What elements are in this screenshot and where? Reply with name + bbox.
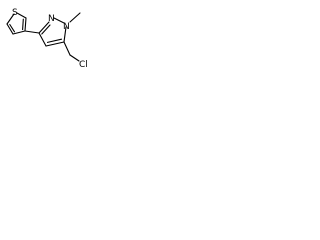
bond-n1-c5p <box>63 26 67 43</box>
bond-c5-s <box>16 12 27 19</box>
bond-s-c2 <box>6 13 15 25</box>
bond-c5p-ch2 <box>63 41 71 56</box>
bond-c3p-n2-double <box>41 24 51 35</box>
molecule-canvas: S N N Cl <box>0 0 101 72</box>
bond-ring-link <box>24 30 40 34</box>
molecule-structure: S N N Cl <box>6 8 88 70</box>
bond-c5p-c4p <box>45 41 65 47</box>
bond-ch2-cl <box>69 54 80 62</box>
bond-c5p-c4p-double <box>46 38 63 43</box>
bond-c3p-n2 <box>38 21 50 34</box>
bond-c4-c5-double <box>22 18 24 31</box>
bond-n2-n1 <box>53 17 65 24</box>
chlorine-atom-label: Cl <box>79 60 88 70</box>
bond-n-methyl <box>69 12 81 23</box>
pyrazole-ring <box>38 17 67 47</box>
nitrogen-atom-label-2: N <box>48 14 55 24</box>
bond-c2-c3-double <box>9 23 16 33</box>
sulfur-atom-label: S <box>12 8 18 18</box>
thiophene-ring <box>6 12 27 35</box>
bond-c3-c4 <box>12 30 26 35</box>
bond-c4p-c3p <box>38 32 47 47</box>
bond-c4-c5 <box>24 17 27 32</box>
nitrogen-atom-label-1: N <box>63 22 70 32</box>
bond-c2-c3 <box>6 23 14 35</box>
